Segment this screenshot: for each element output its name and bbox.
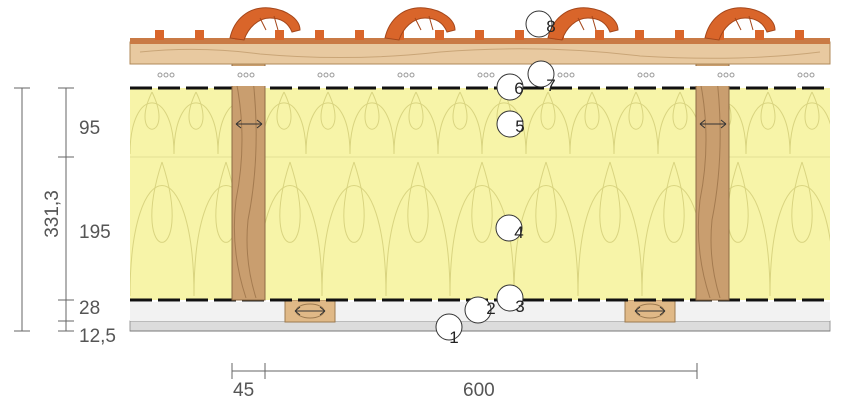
counter-batten (284, 299, 336, 323)
dimension-layer-12-5: 12,5 (79, 326, 116, 347)
callout-2: 2 (464, 296, 496, 324)
callout-8: 8 (525, 10, 556, 38)
dimension-layer-195: 195 (79, 222, 111, 243)
dimension-total: 331,3 (42, 190, 63, 238)
svg-text:7: 7 (546, 76, 555, 95)
sarking-board (129, 41, 831, 65)
counter-batten (624, 299, 676, 323)
callout-4: 4 (495, 214, 524, 242)
callout-1: 1 (435, 313, 463, 347)
svg-text:4: 4 (514, 223, 523, 242)
svg-text:2: 2 (486, 299, 495, 318)
callout-5: 5 (496, 110, 525, 138)
rafter (695, 61, 730, 301)
svg-text:6: 6 (514, 79, 523, 98)
svg-text:5: 5 (515, 117, 524, 136)
dimension-layer-28: 28 (79, 298, 100, 319)
roof-tiles (155, 7, 804, 41)
rafter (231, 61, 266, 301)
svg-text:8: 8 (546, 17, 555, 36)
dimension-rafter-width: 45 (233, 380, 254, 401)
callout-6: 6 (496, 73, 524, 101)
svg-text:1: 1 (449, 328, 458, 347)
ventilation-gap (130, 66, 830, 86)
dimension-layer-95: 95 (79, 118, 100, 139)
tile-batten (130, 38, 830, 44)
callout-7: 7 (527, 60, 556, 95)
dimension-rafter-spacing: 600 (463, 380, 495, 401)
svg-text:3: 3 (515, 297, 524, 316)
callout-3: 3 (496, 284, 525, 316)
horizontal-dimensions (231, 363, 698, 379)
vertical-dimensions (14, 87, 74, 332)
